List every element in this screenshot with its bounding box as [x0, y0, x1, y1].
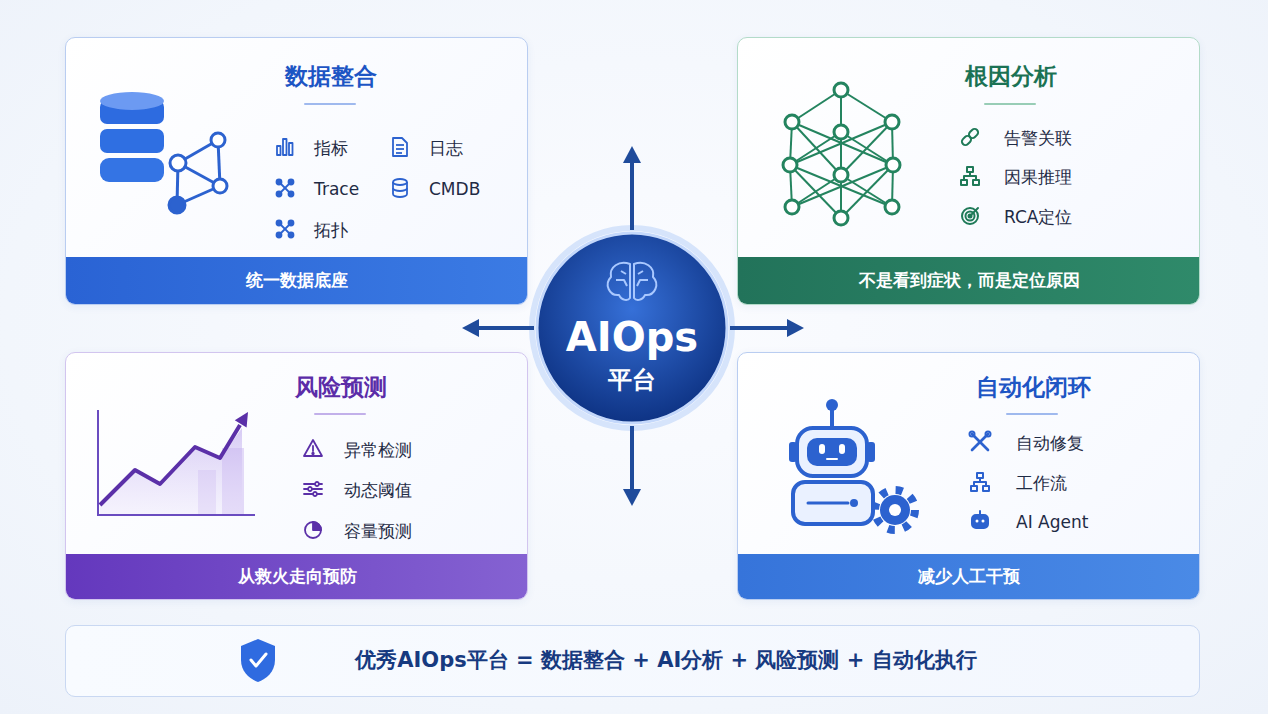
item-label: 动态阈值	[344, 480, 412, 500]
item-label: 告警关联	[1004, 128, 1072, 148]
item-label: 日志	[429, 138, 463, 158]
item-label: AI Agent	[1016, 512, 1088, 532]
band-text: 减少人工干预	[918, 566, 1020, 586]
item-label: RCA定位	[1004, 207, 1072, 227]
hub-arrow	[630, 160, 634, 230]
summary-bar: 优秀AIOps平台 = 数据整合 + AI分析 + 风险预测 + 自动化执行	[65, 625, 1200, 697]
item-label: 拓扑	[314, 220, 348, 240]
feature-card: 自动化闭环自动修复工作流 AI Agent 减少人工干预	[737, 352, 1200, 600]
card-heading: 根因分析	[965, 63, 1057, 91]
item-label: 异常检测	[344, 440, 412, 460]
item-label: Trace	[314, 179, 359, 199]
item-label: 容量预测	[344, 521, 412, 541]
hub-arrow	[623, 146, 641, 163]
feature-card: 数据整合指标 日志 Trace CMDB 拓扑统一数据底座	[65, 37, 528, 305]
card-heading: 风险预测	[295, 374, 387, 402]
band-text: 从救火走向预防	[238, 566, 357, 586]
feature-card: 根因分析告警关联因果推理 RCA定位不是看到症状，而是定位原因	[737, 37, 1200, 305]
item-label: 工作流	[1016, 473, 1067, 493]
hub-arrow	[623, 489, 641, 506]
hub-disc	[537, 233, 727, 423]
card-heading: 自动化闭环	[976, 374, 1091, 402]
hub-arrow	[462, 319, 479, 337]
item-label: 自动修复	[1016, 433, 1084, 453]
summary-text: 优秀AIOps平台 = 数据整合 + AI分析 + 风险预测 + 自动化执行	[355, 648, 976, 673]
band-text: 统一数据底座	[246, 270, 348, 290]
hub-subtitle: 平台	[608, 366, 656, 395]
item-label: 因果推理	[1004, 167, 1072, 187]
hub-arrow	[787, 319, 804, 337]
hub-arrow	[630, 426, 634, 492]
footer-band: 减少人工干预	[738, 554, 1199, 599]
hub-arrow	[730, 326, 789, 330]
hub-arrow	[477, 326, 534, 330]
footer-band: 不是看到症状，而是定位原因	[738, 257, 1199, 304]
band-text: 不是看到症状，而是定位原因	[859, 270, 1080, 290]
item-label: 指标	[314, 138, 348, 158]
hub-title: AIOps	[566, 313, 698, 361]
item-label: CMDB	[429, 179, 480, 199]
footer-band: 从救火走向预防	[66, 554, 527, 599]
hub-circle: AIOps 平台	[537, 233, 727, 423]
footer-band: 统一数据底座	[66, 257, 527, 304]
feature-card: 风险预测异常检测动态阈值容量预测从救火走向预防	[65, 352, 528, 600]
card-heading: 数据整合	[285, 63, 377, 91]
hub-ring	[532, 228, 732, 428]
